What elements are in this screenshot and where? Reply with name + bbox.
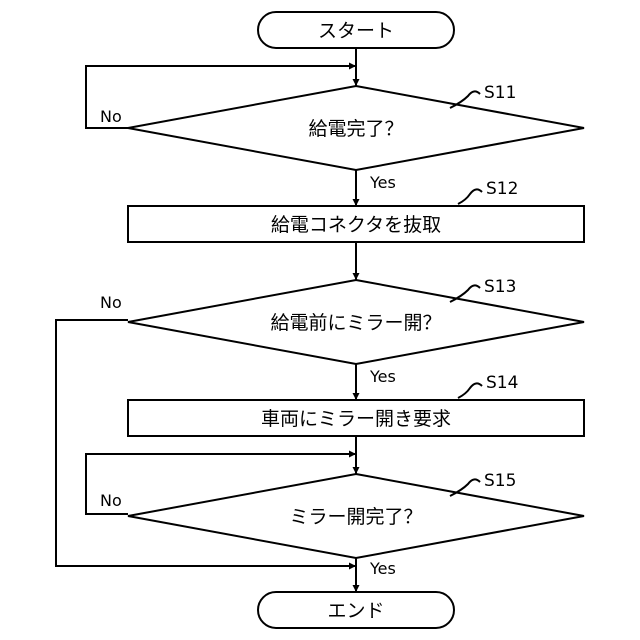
step-s12-label: S12 xyxy=(486,179,518,199)
end-label: エンド xyxy=(327,600,384,622)
branch-s13-yes: Yes xyxy=(369,367,396,386)
step-s14-leader xyxy=(458,383,482,398)
branch-s13-no: No xyxy=(100,293,122,312)
branch-s11-no: No xyxy=(100,107,122,126)
branch-s15-no: No xyxy=(100,491,122,510)
process-s12-text: 給電コネクタを抜取 xyxy=(271,214,441,236)
step-s15-label: S15 xyxy=(484,471,516,491)
decision-s15-text: ミラー開完了？ xyxy=(289,506,422,528)
process-s14-text: 車両にミラー開き要求 xyxy=(261,408,451,430)
start-label: スタート xyxy=(318,20,394,42)
decision-s13-text: 給電前にミラー開？ xyxy=(270,312,441,334)
decision-s11-text: 給電完了？ xyxy=(308,118,403,140)
step-s14-label: S14 xyxy=(486,373,518,393)
step-s12-leader xyxy=(458,189,482,204)
step-s13-label: S13 xyxy=(484,277,516,297)
branch-s15-yes: Yes xyxy=(369,559,396,578)
branch-s11-yes: Yes xyxy=(369,173,396,192)
step-s11-label: S11 xyxy=(484,83,516,103)
